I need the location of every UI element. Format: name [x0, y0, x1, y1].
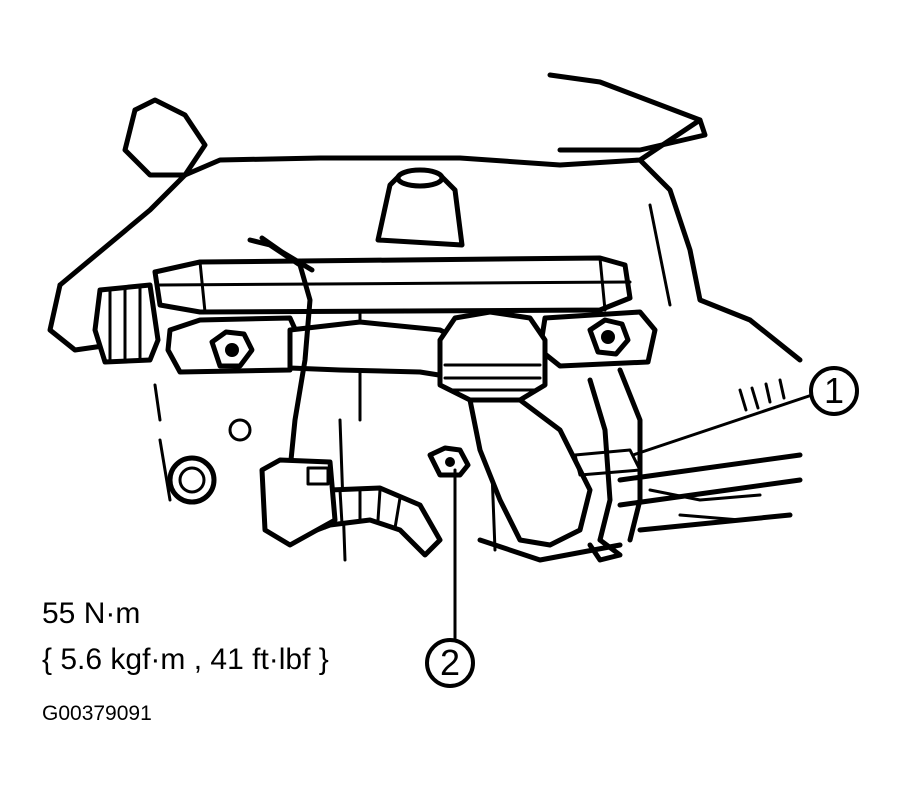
washer-ring — [167, 455, 217, 505]
callout-1-number: 1 — [823, 370, 845, 411]
steering-knuckle — [467, 397, 593, 548]
bolt-2 — [427, 445, 471, 478]
body-panel-outline — [57, 117, 703, 288]
ball-joint-boot — [437, 309, 548, 403]
torque-value-alt: { 5.6 kgf·m , 41 ft·lbf } — [42, 643, 329, 676]
stabilizer-link — [587, 377, 613, 543]
callout-1: 1 — [809, 366, 859, 416]
callout-2: 2 — [425, 638, 475, 688]
right-bolt — [587, 317, 631, 357]
connector-bracket — [259, 457, 338, 548]
torque-value-nm: 55 N·m — [42, 597, 141, 630]
callout-2-number: 2 — [439, 642, 461, 683]
small-hole — [228, 418, 252, 442]
figure-id: G00379091 — [42, 702, 152, 725]
oil-mark — [738, 378, 786, 412]
callout-1-leader — [631, 393, 814, 457]
left-bolt — [209, 329, 255, 369]
